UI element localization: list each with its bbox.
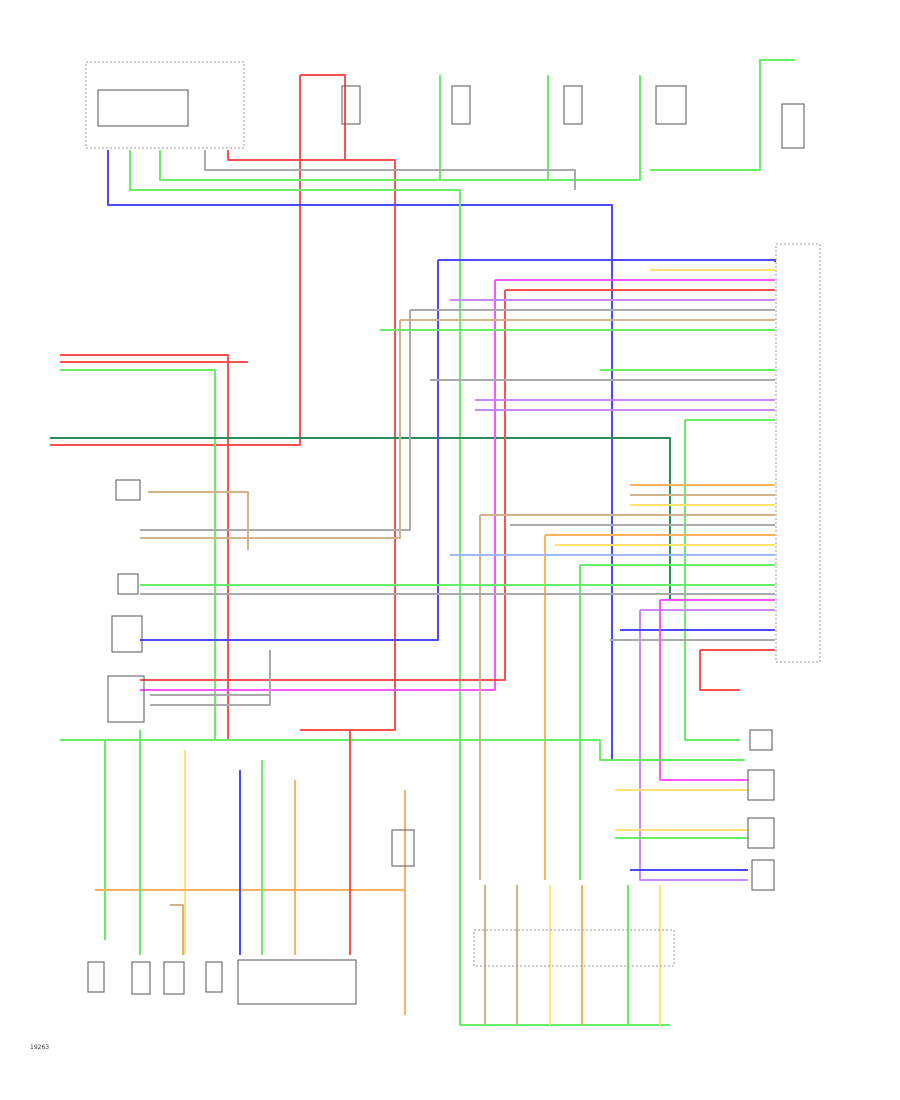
solenoid-4 (751, 859, 775, 891)
bottom-sensor-1 (87, 961, 105, 993)
bottom-sensor-4 (205, 961, 223, 993)
solenoid-1 (749, 729, 773, 751)
switch-assembly-box (85, 61, 245, 149)
wire-gray-69 (150, 650, 271, 706)
control-module-outline (775, 243, 821, 663)
wire-red-20 (140, 290, 506, 681)
center-relay (391, 829, 415, 867)
relay-4 (655, 85, 687, 125)
relay-2 (451, 85, 471, 125)
wire-layer (50, 59, 795, 1026)
wire-green-4 (440, 75, 641, 181)
wire-gray-9 (204, 150, 576, 190)
switch-contacts (97, 89, 189, 127)
wire-orange-61 (95, 790, 406, 891)
wire-pink-18 (140, 280, 496, 691)
wire-pink-54 (659, 600, 748, 781)
bottom-sensor-2 (131, 961, 151, 995)
wire-green-12 (60, 369, 216, 940)
component-layer (85, 61, 821, 1005)
wire-red-1 (300, 74, 346, 160)
wire-gray-23 (140, 310, 411, 531)
wire-dark_green-13 (50, 437, 671, 600)
sensor-1 (115, 479, 141, 501)
wire-blue-15 (140, 260, 439, 641)
fuse-block (781, 103, 805, 149)
wire-red-0 (50, 75, 301, 446)
sensor-4 (107, 675, 145, 723)
wire-green-8 (129, 150, 670, 1026)
wire-red-2 (227, 150, 396, 731)
wire-green-6 (650, 59, 795, 171)
wire-tan-62 (170, 904, 184, 955)
sensor-2 (117, 573, 139, 595)
wire-tan-71 (148, 491, 249, 550)
sensor-3 (111, 615, 143, 653)
multi-switch-box (237, 959, 357, 1005)
wire-red-10 (60, 354, 229, 740)
relay-3 (563, 85, 583, 125)
wire-blue-14 (438, 259, 776, 262)
wire-tan-25 (140, 320, 401, 539)
wire-violet-49 (639, 610, 748, 881)
wire-blue-7 (107, 150, 613, 760)
reference-code: 19263 (30, 1044, 50, 1051)
relay-1 (341, 85, 361, 125)
solenoid-3 (747, 817, 775, 849)
wire-green-3 (159, 75, 441, 181)
wire-green-32 (684, 420, 740, 741)
solenoid-2 (747, 769, 775, 801)
wire-red-53 (699, 650, 740, 691)
wire-green-59 (60, 739, 745, 761)
bottom-sensor-3 (163, 961, 185, 995)
switch-group-outline (473, 929, 675, 967)
